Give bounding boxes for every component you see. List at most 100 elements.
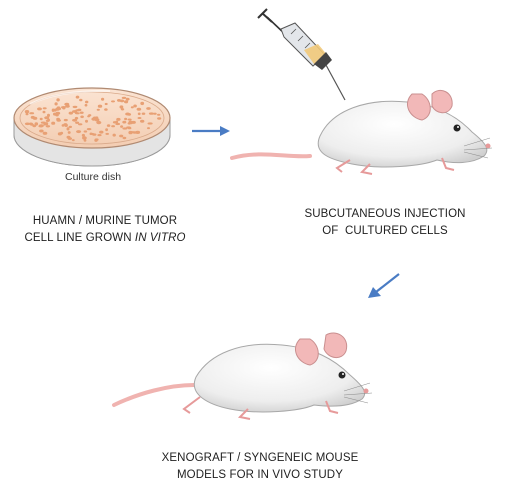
cell-colony [64,123,68,127]
cell-colony [133,104,137,108]
cell-colony [80,115,84,119]
cell-colony [96,108,100,111]
step3-label: XENOGRAFT / SYNGENEIC MOUSE MODELS FOR I… [160,450,360,484]
cell-colony [99,130,104,134]
cell-colony [111,100,115,103]
cell-colony [157,117,162,120]
mouse-bottom-icon [112,332,373,420]
step1-label: HUAMN / MURINE TUMOR CELL LINE GROWN IN … [20,213,190,247]
cell-colony [128,130,133,135]
cell-colony [37,107,42,111]
cell-colony [39,129,44,133]
cell-colony [137,112,141,116]
step1-line2: CELL LINE GROWN IN VITRO [20,230,190,247]
cell-colony [104,102,108,106]
cell-colony [147,127,150,130]
cell-colony [148,112,154,115]
cell-colony [75,95,80,99]
cell-colony [147,122,153,125]
cell-colony [121,96,127,99]
cell-colony [85,100,89,104]
cell-colony [119,134,124,138]
cell-colony [81,133,85,137]
cell-colony [136,107,142,111]
arrow-right-icon [192,126,230,136]
cell-colony [120,125,124,128]
cell-colony [120,108,125,111]
cell-colony [83,139,87,142]
cell-colony [82,136,87,140]
cell-colony [44,116,50,120]
step3-line1: XENOGRAFT / SYNGENEIC MOUSE [161,452,359,464]
cell-colony [65,104,70,108]
cell-colony [24,122,30,126]
cell-colony [47,113,50,117]
cell-colony [97,134,102,137]
cell-colony [45,125,51,128]
cell-colony [105,128,108,132]
cell-colony [51,108,55,112]
cell-colony [54,102,58,106]
cell-colony [137,117,142,119]
step2-line2: OF CULTURED CELLS [322,225,448,237]
cell-colony [94,138,98,142]
step1-line2-prefix: CELL LINE GROWN [24,232,135,244]
step2-line1: SUBCUTANEOUS INJECTION [304,208,466,220]
cell-colony [140,101,145,106]
cell-colony [112,133,116,137]
step2-label: SUBCUTANEOUS INJECTION OF CULTURED CELLS [300,206,470,240]
cell-colony [45,119,50,122]
step1-line2-italic: IN VITRO [134,232,186,244]
cell-colony [125,97,130,101]
cell-colony [34,122,39,126]
cell-colony [42,110,46,114]
cell-colony [125,112,131,116]
cell-colony [56,98,60,102]
cell-colony [61,124,65,127]
cell-colony [122,127,128,130]
cell-colony [135,130,141,134]
cell-colony [25,112,29,116]
cell-colony [119,105,124,109]
cell-colony [95,116,99,120]
cell-colony [68,111,74,115]
cell-colony [29,112,35,115]
cell-colony [86,128,92,131]
cell-colony [126,126,131,129]
cell-colony [116,117,121,121]
cell-colony [42,131,48,135]
arrow-down-left-icon [368,273,400,298]
petri-dish-icon [13,87,171,167]
cell-colonies [24,95,162,142]
cell-colony [66,135,71,139]
mouse-top-icon [230,90,493,175]
cell-colony [128,120,133,125]
cell-colony [106,124,111,127]
cell-colony [88,114,92,117]
cell-colony [83,130,88,133]
cell-colony [63,118,68,122]
cell-colony [97,104,103,108]
cell-colony [68,125,73,128]
cell-colony [57,132,63,136]
cell-colony [74,116,79,120]
cell-colony [111,125,115,128]
cell-colony [94,118,100,122]
cell-colony [72,110,77,113]
step1-line1: HUAMN / MURINE TUMOR [32,215,178,227]
cell-colony [153,112,157,115]
cell-colony [38,125,43,128]
dish-caption: Culture dish [65,171,122,183]
cell-colony [24,110,30,114]
cell-colony [101,97,105,101]
cell-colony [122,136,127,140]
cell-colony [66,127,70,131]
cell-colony [124,117,128,121]
cell-colony [115,120,119,124]
step3-line2: MODELS FOR IN VIVO STUDY [177,469,343,481]
cell-colony [30,115,35,119]
cell-colony [141,112,146,115]
cell-colony [43,122,47,126]
